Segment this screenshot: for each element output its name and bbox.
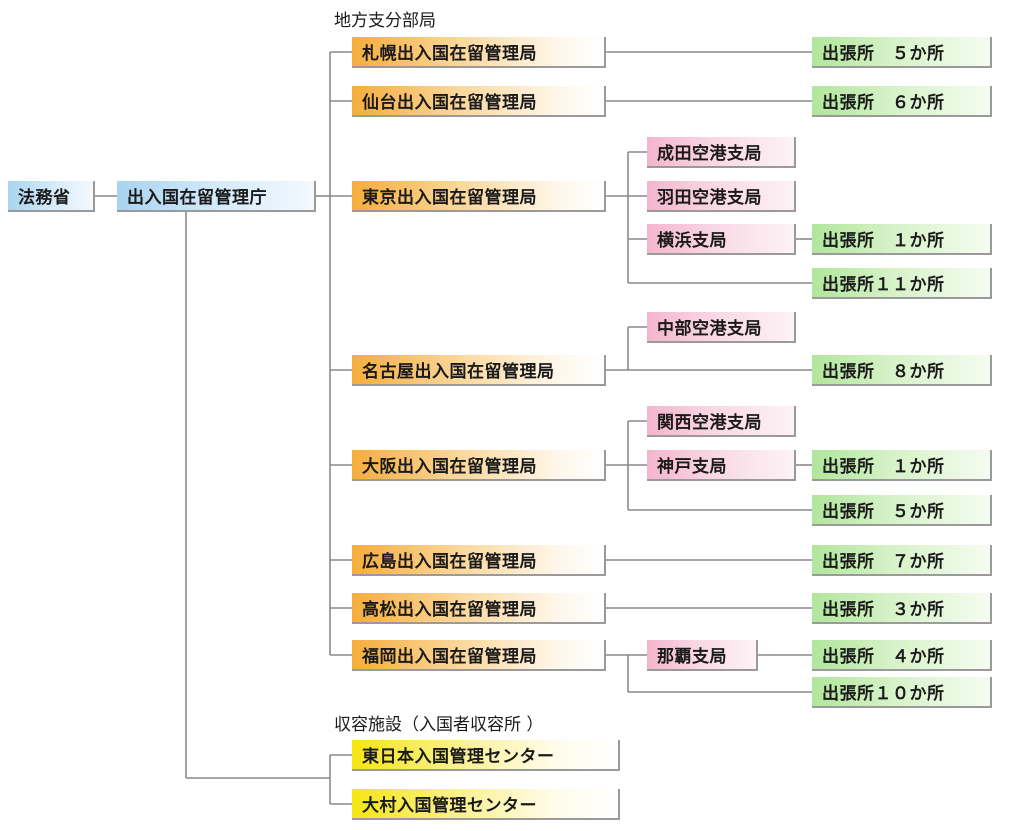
bureau-nagoya: 名古屋出入国在留管理局 [352,355,606,386]
bureau-sapporo: 札幌出入国在留管理局 [352,37,606,68]
center-omura: 大村入国管理センター [352,789,620,820]
offices-tokyo: 出張所１１か所 [812,268,992,299]
offices-takamatsu: 出張所 ３か所 [812,593,992,624]
offices-kobe: 出張所 １か所 [812,450,992,481]
branch-chubu-airport: 中部空港支局 [647,312,796,343]
branch-kobe: 神戸支局 [647,450,796,481]
bureau-osaka: 大阪出入国在留管理局 [352,450,606,481]
ministry-of-justice-node: 法務省 [8,181,95,212]
bureau-sendai: 仙台出入国在留管理局 [352,86,606,117]
offices-fukuoka: 出張所１０か所 [812,677,992,708]
offices-naha: 出張所 ４か所 [812,640,992,671]
branch-yokohama: 横浜支局 [647,224,796,255]
offices-yokohama: 出張所 １か所 [812,224,992,255]
bureau-tokyo: 東京出入国在留管理局 [352,181,606,212]
offices-sapporo: 出張所 ５か所 [812,37,992,68]
immigration-agency-node: 出入国在留管理庁 [117,181,316,212]
offices-hiroshima: 出張所 ７か所 [812,545,992,576]
offices-sendai: 出張所 ６か所 [812,86,992,117]
branch-haneda-airport: 羽田空港支局 [647,181,796,212]
branch-narita-airport: 成田空港支局 [647,137,796,168]
offices-osaka: 出張所 ５か所 [812,495,992,526]
center-east-japan: 東日本入国管理センター [352,740,620,771]
bureau-takamatsu: 高松出入国在留管理局 [352,593,606,624]
branch-kansai-airport: 関西空港支局 [647,406,796,437]
bureau-fukuoka: 福岡出入国在留管理局 [352,640,606,671]
detention-facilities-heading: 収容施設（入国者収容所 ） [334,715,544,735]
offices-nagoya: 出張所 ８か所 [812,355,992,386]
regional-bureaus-heading: 地方支分部局 [334,11,436,31]
branch-naha: 那覇支局 [647,640,758,671]
bureau-hiroshima: 広島出入国在留管理局 [352,545,606,576]
